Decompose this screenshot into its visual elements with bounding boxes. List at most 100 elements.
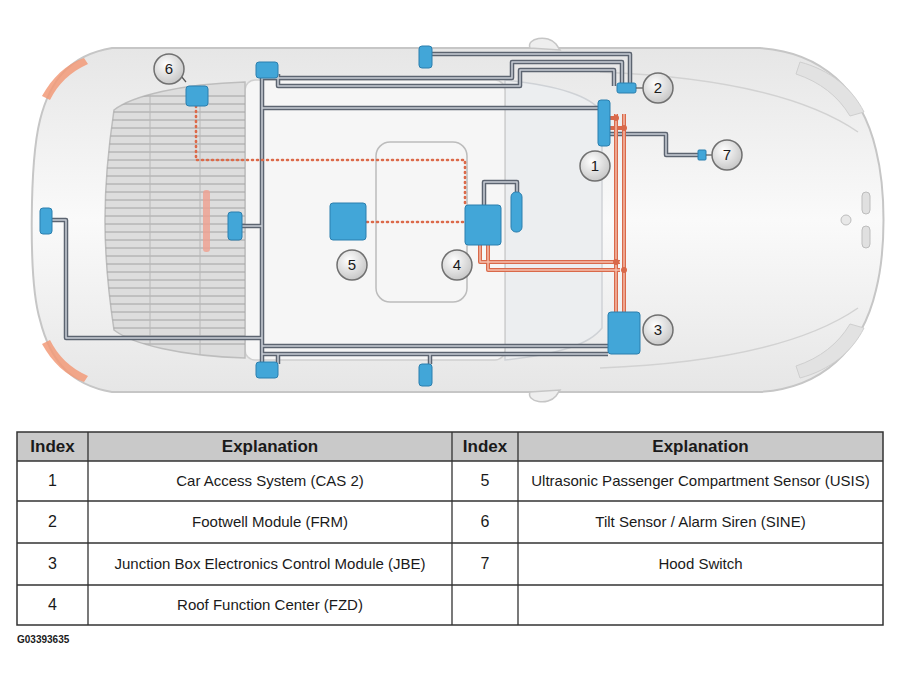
leader-line <box>181 76 712 155</box>
car-body-part <box>505 80 602 360</box>
control-module-part <box>186 86 208 106</box>
table-header: Index <box>30 437 74 457</box>
table-grid <box>17 432 883 625</box>
callout-number-box: 4 <box>442 250 472 280</box>
callout-number-box: 1 <box>580 151 610 181</box>
callout-number: 4 <box>453 256 461 273</box>
bus-line-part <box>367 221 464 224</box>
car-body-part <box>150 80 200 360</box>
bus-line-part <box>623 114 624 318</box>
table-cell-box: Ultrasonic Passenger Compartment Sensor … <box>518 461 883 501</box>
car-body-part <box>796 324 864 378</box>
table-grid-part <box>17 432 883 625</box>
bus-line-part <box>613 259 619 265</box>
table-header: Index <box>463 437 507 457</box>
car-body-part <box>530 390 560 402</box>
table-header-box: Explanation <box>88 432 452 461</box>
car-body-part <box>100 80 250 360</box>
table-index-box: 6 <box>452 501 518 543</box>
leader-line-part <box>636 87 643 88</box>
control-module-part <box>419 364 432 386</box>
callout-number: 6 <box>165 60 173 77</box>
table-index-box: 7 <box>452 543 518 585</box>
bus-line-part <box>622 114 626 318</box>
table-cell: Car Access System (CAS 2) <box>176 472 364 489</box>
control-module-part <box>228 212 242 240</box>
car-body-part <box>796 62 864 116</box>
table-index: 5 <box>481 472 490 490</box>
car-body-part <box>32 48 884 392</box>
car-body-part <box>862 226 870 248</box>
table-cell: Junction Box Electronics Control Module … <box>115 555 426 572</box>
table-header-box: Index <box>452 432 518 461</box>
callout-number-box: 2 <box>643 73 673 103</box>
car-body-part <box>42 340 88 382</box>
leader-line-part <box>706 154 712 155</box>
callout-number: 3 <box>654 321 662 338</box>
control-module-part <box>598 100 610 146</box>
callout-number-box: 6 <box>154 54 184 84</box>
table-cell-box: Junction Box Electronics Control Module … <box>88 543 452 585</box>
car-body-part <box>841 215 851 225</box>
table-cell-box: Hood Switch <box>518 543 883 585</box>
callout-number: 1 <box>591 157 599 174</box>
bus-line-part <box>613 115 627 273</box>
callout-circle-part <box>712 140 742 170</box>
callout-circle-part <box>643 73 673 103</box>
callout-number-box: 3 <box>643 315 673 345</box>
callout-number: 7 <box>723 146 731 163</box>
car-body <box>32 38 884 402</box>
table-index: 1 <box>48 472 57 490</box>
bus-line-part <box>480 245 620 262</box>
bus-line-part <box>621 267 627 273</box>
control-module-part <box>40 208 52 234</box>
control-module <box>40 46 706 386</box>
bus-line-part <box>488 245 620 270</box>
car-body-part <box>42 58 88 100</box>
control-module-part <box>511 192 522 232</box>
callout-circle-part <box>580 151 610 181</box>
table-cell: Tilt Sensor / Alarm Siren (SINE) <box>595 513 805 530</box>
table-index: 7 <box>481 555 490 573</box>
control-module-part <box>698 150 706 160</box>
table-index: 2 <box>48 513 57 531</box>
table-index: 4 <box>48 596 57 614</box>
bus-line-part <box>480 245 620 262</box>
wire-harness-part <box>52 54 698 364</box>
table-index-box: 1 <box>17 461 88 501</box>
table-index-box: 4 <box>17 585 88 625</box>
table-index: 6 <box>481 513 490 531</box>
car-body-part <box>862 192 870 214</box>
bus-line-part <box>488 245 620 270</box>
table-cell: Ultrasonic Passenger Compartment Sensor … <box>531 472 869 489</box>
table-header: Explanation <box>652 437 748 457</box>
table-grid-part <box>17 432 883 625</box>
table-cell-box: Footwell Module (FRM) <box>88 501 452 543</box>
callout-circle-part <box>154 54 184 84</box>
car-body-part <box>105 82 245 358</box>
car-body-part <box>203 190 210 252</box>
callout-circle-part <box>442 250 472 280</box>
bus-line-part <box>613 115 619 121</box>
car-body-part <box>245 80 505 360</box>
control-module-part <box>617 83 636 93</box>
bus-line <box>196 106 627 318</box>
callout-number: 2 <box>654 79 662 96</box>
car-body-part <box>100 96 250 344</box>
callout-number-box: 5 <box>337 250 367 280</box>
control-module-part <box>419 46 432 68</box>
bus-line-part <box>621 125 627 131</box>
callout-number: 5 <box>348 256 356 273</box>
control-module-part <box>465 205 501 245</box>
control-module-part <box>330 203 366 240</box>
table-cell: Hood Switch <box>658 555 742 572</box>
callout-circle-part <box>643 315 673 345</box>
control-module-part <box>256 362 278 378</box>
table-cell: Footwell Module (FRM) <box>192 513 348 530</box>
car-body-part <box>530 38 560 50</box>
callout-circle-part <box>337 250 367 280</box>
callout-circle <box>154 54 742 345</box>
